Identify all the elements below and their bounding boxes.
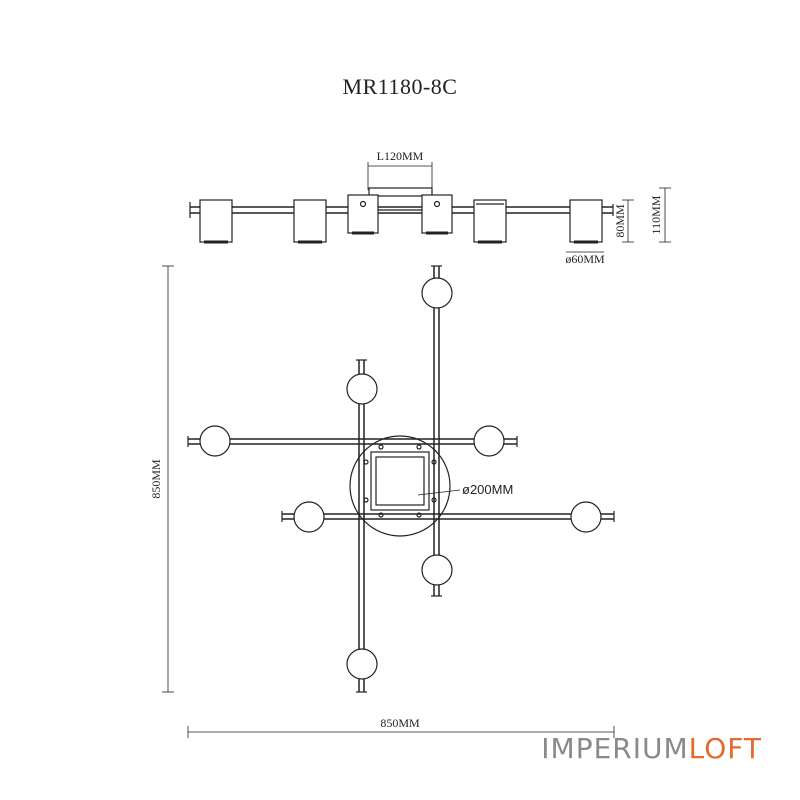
dim-arm-length: L120MM <box>377 149 424 163</box>
side-shade-1 <box>199 199 233 243</box>
shade-top-8 <box>346 648 378 680</box>
side-shade-3 <box>347 194 379 234</box>
dim-length: 850MM <box>149 459 163 499</box>
shade-top-2 <box>346 373 378 405</box>
model-title: MR1180-8C <box>342 74 458 99</box>
brand-part-2: LOFT <box>688 732 762 765</box>
dim-shade-diameter: ø60MM <box>565 252 605 266</box>
side-shade-5 <box>473 199 507 243</box>
dim-shade-height: 80MM <box>613 204 627 238</box>
side-shade-2 <box>293 199 327 243</box>
base-canopy <box>370 451 430 511</box>
shade-top-7 <box>421 554 453 586</box>
shade-top-6 <box>570 501 602 533</box>
dim-width: 850MM <box>380 716 420 730</box>
brand-part-1: IMPERIUM <box>541 732 689 765</box>
side-shade-4 <box>421 194 453 234</box>
top-view <box>162 265 615 738</box>
dim-total-height: 110MM <box>649 195 663 234</box>
shade-top-1 <box>421 277 453 309</box>
side-canopy <box>368 187 433 197</box>
brand-logo: IMPERIUMLOFT <box>541 732 762 765</box>
base-disc <box>349 435 451 537</box>
shade-top-4 <box>473 425 505 457</box>
side-shade-6 <box>569 199 603 243</box>
side-view <box>189 162 671 253</box>
shade-top-5 <box>293 501 325 533</box>
dim-base-diameter: ø200MM <box>462 482 513 497</box>
shade-top-3 <box>199 425 231 457</box>
